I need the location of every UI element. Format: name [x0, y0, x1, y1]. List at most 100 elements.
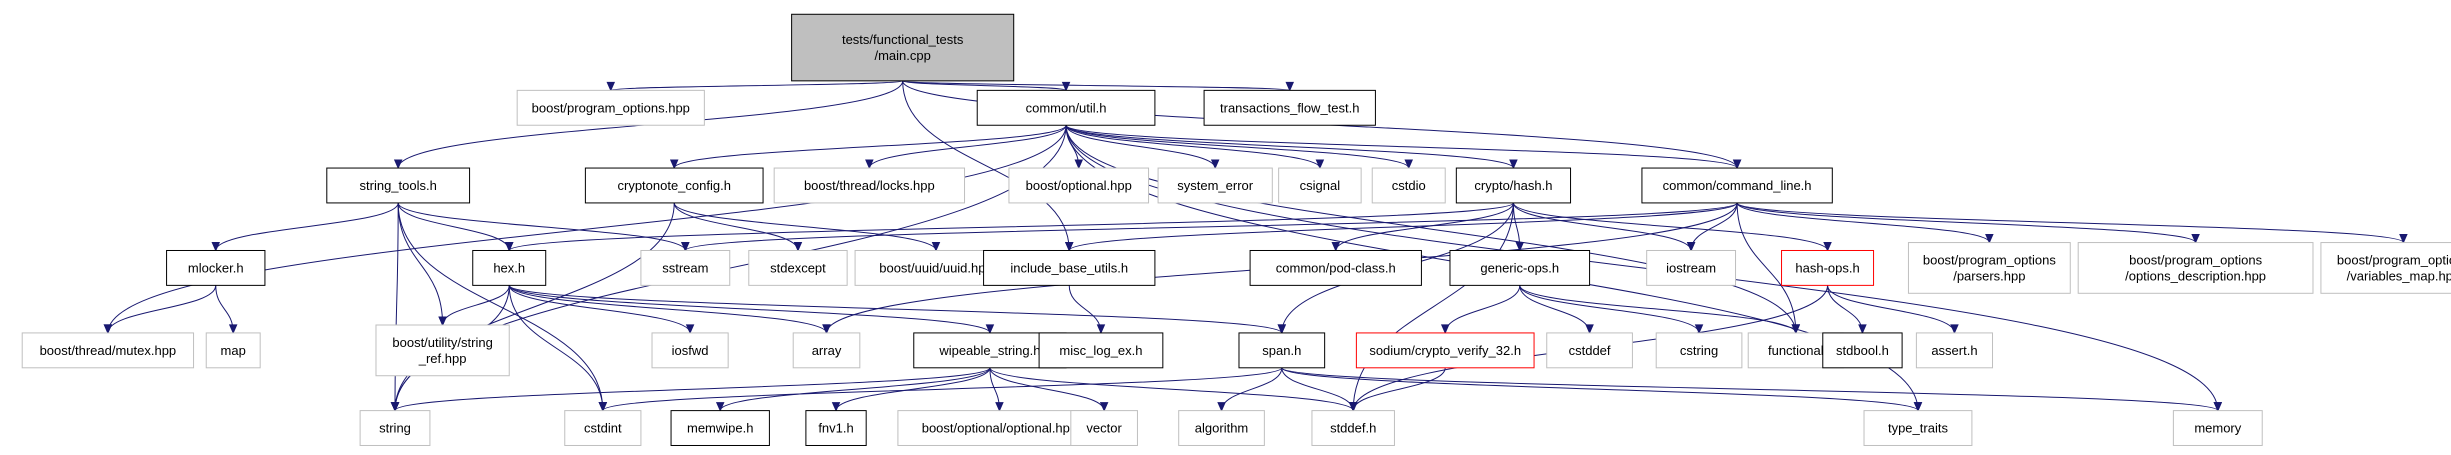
edge-genops-to-cstddef	[1519, 285, 1594, 335]
edge-cnconf-to-uuid	[673, 202, 941, 252]
node-cnconf[interactable]: cryptonote_config.h	[584, 167, 764, 204]
node-genops[interactable]: generic-ops.h	[1449, 249, 1591, 286]
node-label: mlocker.h	[188, 260, 244, 275]
node-label: boost/program_options	[1923, 252, 2056, 267]
node-label: /options_description.hpp	[2125, 268, 2266, 283]
edge-span-to-cstdint	[598, 367, 1283, 412]
node-main[interactable]: tests/functional_tests/main.cpp	[791, 13, 1015, 82]
node-hash[interactable]: crypto/hash.h	[1455, 167, 1572, 204]
node-memwipe[interactable]: memwipe.h	[670, 410, 770, 446]
edge-span-to-typetraits	[1281, 367, 1923, 412]
node-label: tests/functional_tests	[842, 32, 964, 47]
node-typetraits: type_traits	[1863, 410, 1973, 446]
node-box	[1070, 410, 1138, 446]
edge-util-to-cnconf	[669, 124, 1067, 170]
edge-stools-to-mlocker	[211, 202, 399, 252]
node-box	[1008, 167, 1150, 204]
node-label: _ref.hpp	[418, 351, 467, 366]
node-box	[1646, 249, 1737, 286]
node-cstddef: cstddef	[1546, 332, 1633, 369]
node-box	[584, 167, 764, 204]
node-cmdline[interactable]: common/command_line.h	[1641, 167, 1833, 204]
edge-hex-to-strref	[438, 285, 510, 327]
node-stdbool[interactable]: stdbool.h	[1822, 332, 1903, 369]
node-label: string	[379, 421, 411, 436]
node-util[interactable]: common/util.h	[976, 89, 1156, 126]
edge-mlocker-to-mutex	[103, 285, 217, 335]
edge-genops-to-cstring	[1519, 285, 1704, 335]
node-box	[1203, 89, 1376, 126]
node-label: iostream	[1666, 260, 1716, 275]
node-layer: tests/functional_tests/main.cpp boost/pro…	[21, 13, 2451, 446]
node-box	[564, 410, 642, 446]
node-box	[375, 324, 510, 377]
node-csignal: csignal	[1278, 167, 1362, 204]
node-podclass[interactable]: common/pod-class.h	[1249, 249, 1422, 286]
edge-cmdline-to-iostream	[1686, 202, 1738, 252]
node-box	[1311, 410, 1395, 446]
node-label: boost/thread/mutex.hpp	[40, 343, 177, 358]
node-label: common/pod-class.h	[1276, 260, 1396, 275]
node-tft[interactable]: transactions_flow_test.h	[1203, 89, 1376, 126]
node-strref: boost/utility/string_ref.hpp	[375, 324, 510, 377]
node-label: vector	[1086, 421, 1122, 436]
node-box	[472, 249, 547, 286]
node-label: type_traits	[1888, 421, 1948, 436]
edge-hex-to-array	[508, 285, 831, 335]
edge-wipeable-to-string	[390, 367, 991, 412]
node-label: map	[221, 343, 246, 358]
node-memory: memory	[2172, 410, 2263, 446]
node-label: boost/optional/optional.hpp	[922, 421, 1077, 436]
node-box	[359, 410, 431, 446]
node-hex[interactable]: hex.h	[472, 249, 547, 286]
node-label: cstdio	[1392, 178, 1426, 193]
node-label: wipeable_string.h	[938, 343, 1040, 358]
node-poparsers: boost/program_options/parsers.hpp	[1907, 242, 2071, 294]
node-vector: vector	[1070, 410, 1138, 446]
node-ibu[interactable]: include_base_utils.h	[983, 249, 1156, 286]
node-label: hex.h	[493, 260, 525, 275]
edge-span-to-algorithm	[1217, 367, 1283, 412]
node-box	[2320, 242, 2451, 294]
node-fnv1[interactable]: fnv1.h	[805, 410, 867, 446]
node-label: /parsers.hpp	[1953, 268, 2025, 283]
node-label: boost/program_options	[2337, 252, 2451, 267]
edge-hash-to-hex	[504, 202, 1514, 252]
node-mutex: boost/thread/mutex.hpp	[21, 332, 195, 369]
node-sodium[interactable]: sodium/crypto_verify_32.h	[1355, 332, 1535, 369]
edge-cmdline-to-poparsers	[1736, 202, 1994, 244]
edge-stools-to-string	[390, 202, 400, 412]
edge-cmdline-to-sstream	[681, 202, 1738, 252]
edge-util-to-hash	[1065, 124, 1518, 170]
node-box	[1655, 332, 1743, 369]
edge-hex-to-cstdint	[508, 285, 608, 412]
edge-cmdline-to-podesc	[1736, 202, 2200, 244]
node-label: boost/program_options	[2129, 252, 2262, 267]
node-povm: boost/program_options/variables_map.hpp	[2320, 242, 2451, 294]
edge-hex-to-span	[508, 284, 1287, 335]
node-box	[2172, 410, 2263, 446]
edge-genops-to-sodium	[1440, 285, 1521, 335]
node-span[interactable]: span.h	[1238, 332, 1326, 369]
node-map: map	[205, 332, 261, 369]
node-label: include_base_utils.h	[1010, 260, 1128, 275]
node-box	[976, 89, 1156, 126]
node-box	[640, 249, 731, 286]
edge-cnconf-to-stdexcept	[673, 202, 803, 252]
node-label: boost/optional.hpp	[1026, 178, 1132, 193]
node-box	[1822, 332, 1903, 369]
node-box	[748, 249, 848, 286]
edge-hash-to-genops	[1512, 202, 1525, 252]
edge-hex-to-iosfwd	[508, 285, 695, 335]
node-box	[1449, 249, 1591, 286]
node-box	[792, 332, 861, 369]
node-label: generic-ops.h	[1480, 260, 1559, 275]
node-cstdio: cstdio	[1371, 167, 1446, 204]
node-mle[interactable]: misc_log_ex.h	[1038, 332, 1164, 369]
node-hashops[interactable]: hash-ops.h	[1781, 249, 1875, 286]
node-stools[interactable]: string_tools.h	[326, 167, 471, 204]
node-label: system_error	[1177, 178, 1254, 193]
node-mlocker[interactable]: mlocker.h	[166, 249, 266, 286]
node-iostream: iostream	[1646, 249, 1737, 286]
edge-wipeable-to-vector	[989, 367, 1109, 412]
